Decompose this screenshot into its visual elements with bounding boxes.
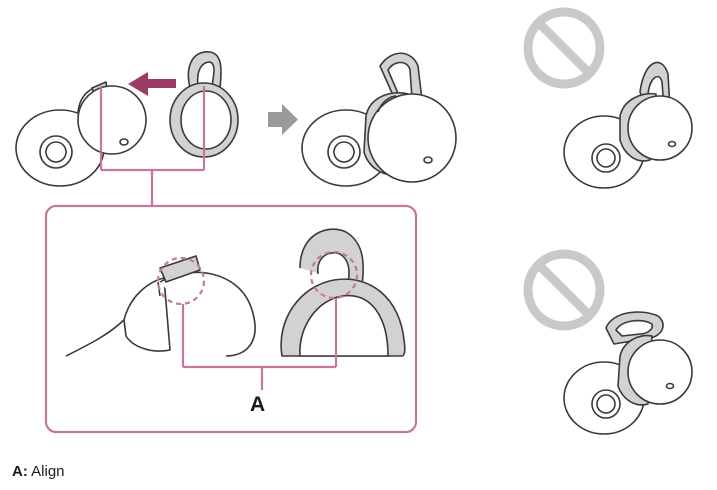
callout-letter-a: A (250, 393, 266, 416)
legend: A: Align (12, 463, 65, 480)
earbud-wrong-2-icon (563, 311, 693, 435)
prohibited-icon (528, 12, 600, 84)
ring-detail-icon (280, 228, 406, 357)
next-step-arrow-icon (268, 104, 298, 135)
align-point-ring (309, 250, 359, 300)
prohibited-icon (528, 254, 600, 326)
align-connector (99, 86, 206, 206)
align-bracket (181, 298, 338, 390)
align-point-earbud (156, 256, 206, 306)
zoom-box (44, 204, 418, 434)
move-arrow-icon (128, 72, 176, 96)
earbud-wrong-1-icon (563, 61, 693, 189)
earbud-assembled-icon (301, 52, 457, 187)
earbud-detail-icon (65, 255, 256, 357)
legend-text: Align (31, 463, 65, 480)
legend-key: A: (12, 463, 28, 480)
